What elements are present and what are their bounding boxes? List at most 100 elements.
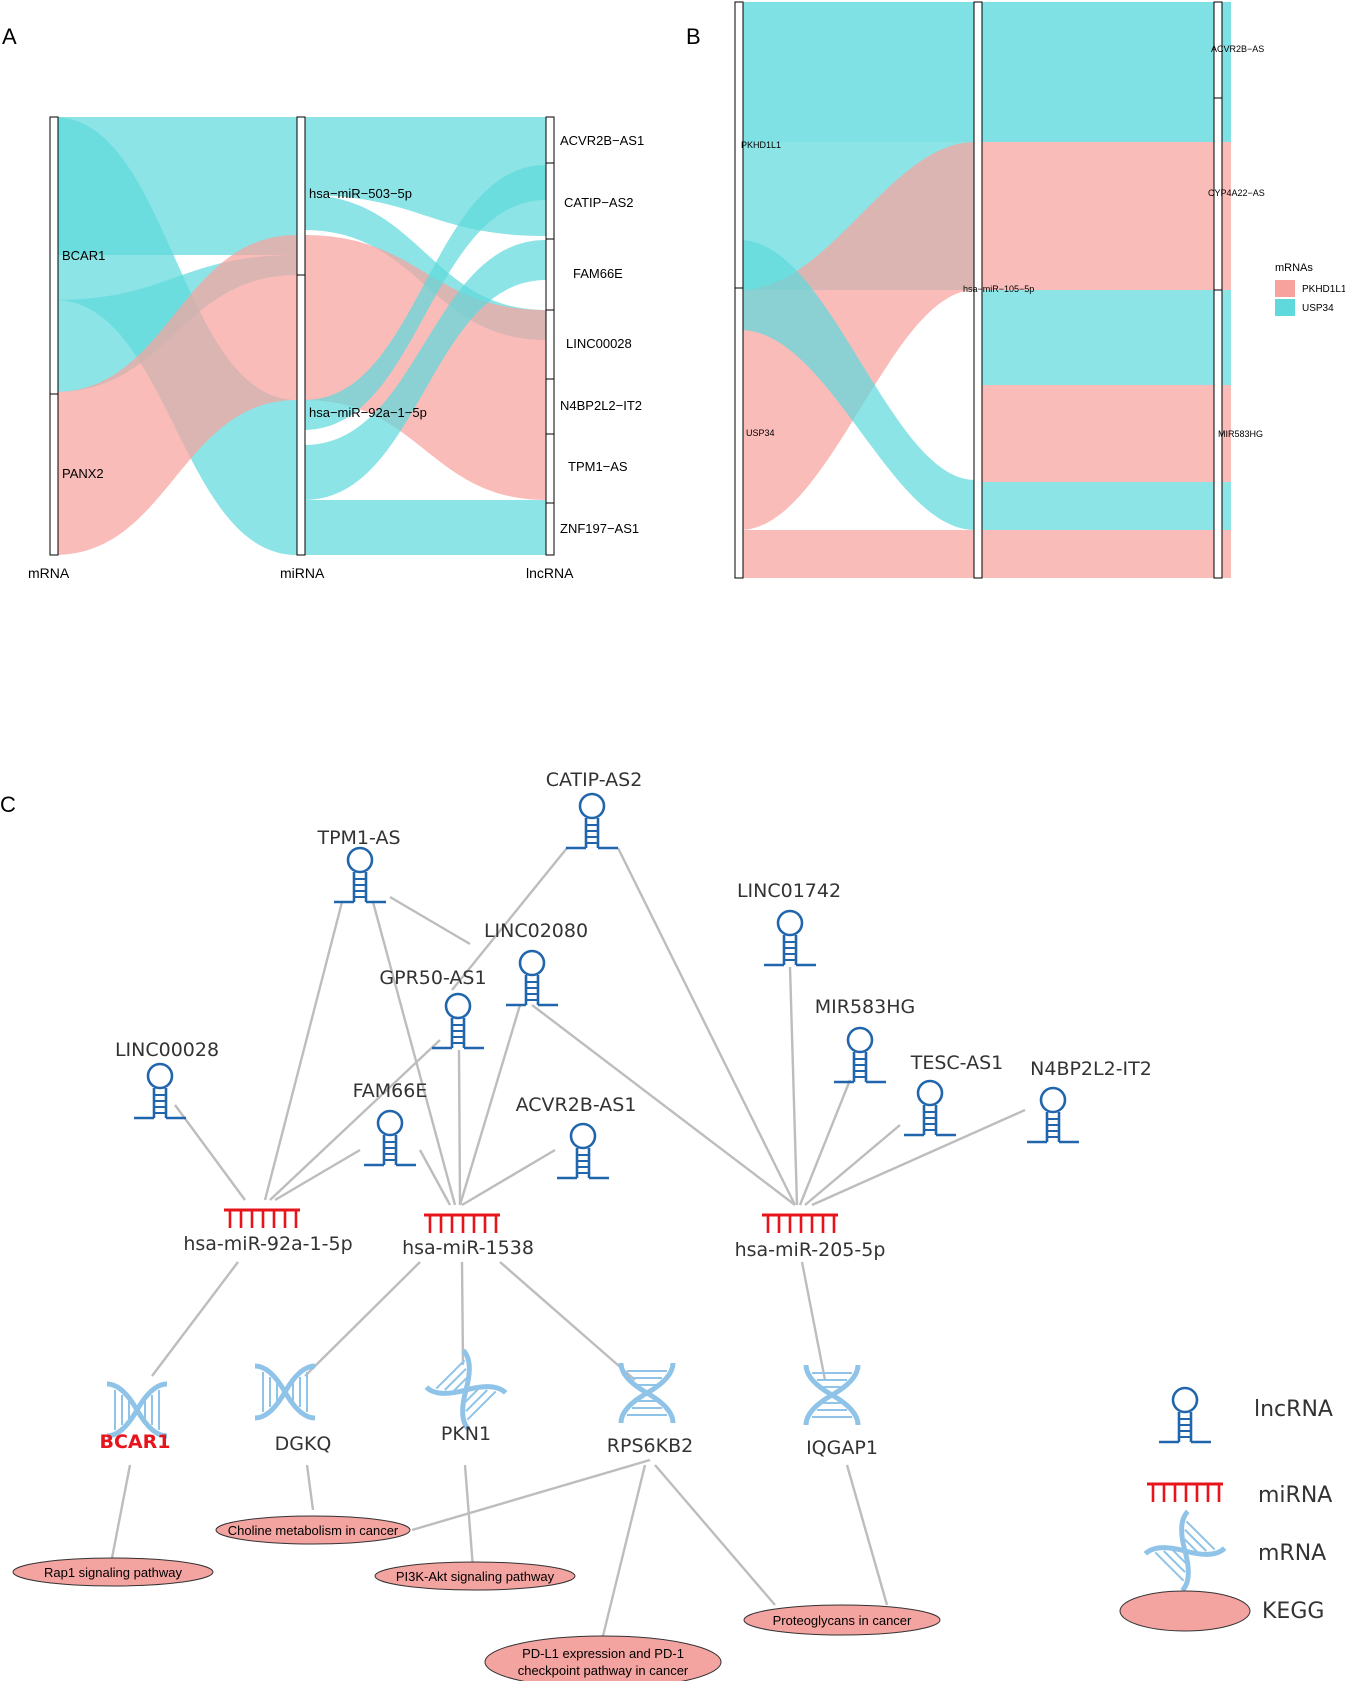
edge-catip-gpr50 <box>451 847 568 991</box>
kegg-pdl1: PD-L1 expression and PD-1 checkpoint pat… <box>484 1635 722 1681</box>
mrna-label: PKN1 <box>441 1423 491 1445</box>
sankey-b-bars <box>734 1 1223 579</box>
lncrna-label: MIR583HG <box>815 996 915 1018</box>
lncrna-label: LINC02080 <box>484 920 588 942</box>
bar-n4bp2l2 <box>545 378 555 435</box>
label-b-acvr2b: ACVR2B−AS <box>1211 44 1264 54</box>
bar-b-usp34 <box>734 287 744 579</box>
lncrna-linc00028: LINC00028 <box>115 1039 219 1120</box>
panel-b-label: B <box>686 24 701 49</box>
label-b-mir583hg: MIR583HG <box>1218 429 1263 439</box>
sankey-a-bars <box>49 116 555 556</box>
lncrna-icon <box>504 949 560 1007</box>
bar-panx2 <box>49 393 59 556</box>
label-acvr2b: ACVR2B−AS1 <box>560 133 644 148</box>
dna-icon <box>426 1350 505 1429</box>
edge-pkn1-pi3k <box>463 1464 475 1569</box>
lncrna-linc01742: LINC01742 <box>737 880 841 967</box>
mirna-icon <box>222 1208 302 1230</box>
flow-b-teal2 <box>975 290 1231 385</box>
label-tpm1: TPM1−AS <box>568 459 628 474</box>
panel-b: B PKHD1L1 USP34 hsa−miR−105−5p ACVR2B−AS… <box>686 1 1345 579</box>
label-panx2: PANX2 <box>62 466 104 481</box>
label-catip: CATIP−AS2 <box>564 195 633 210</box>
flow-92a-fam66e <box>304 240 546 500</box>
mirna-92a-1-5p: hsa-miR-92a-1-5p <box>183 1208 353 1255</box>
edge-fam66e-92a <box>274 1148 361 1202</box>
edge-205-iqgap1 <box>800 1261 827 1381</box>
lncrna-label: N4BP2L2-IT2 <box>1030 1058 1152 1080</box>
kegg-label-line1: PD-L1 expression and PD-1 <box>522 1646 684 1661</box>
edge-tpm1-linc02080 <box>389 895 471 946</box>
edge-1538-rps6kb2 <box>499 1261 636 1381</box>
axis-mirna: miRNA <box>280 565 325 581</box>
kegg-choline: Choline metabolism in cancer <box>215 1515 411 1545</box>
bar-linc00028 <box>545 309 555 380</box>
lncrna-catip-as2: CATIP-AS2 <box>546 769 642 850</box>
kegg-ellipse <box>484 1635 722 1681</box>
edge-rps-proteo <box>654 1464 776 1606</box>
lncrna-tesc-as1: TESC-AS1 <box>902 1052 1003 1137</box>
mrna-pkn1: PKN1 <box>426 1350 505 1445</box>
kegg-label: Rap1 signaling pathway <box>44 1565 183 1580</box>
legend-mrna-label: mRNA <box>1258 1541 1326 1566</box>
edge-bcar1-rap1 <box>110 1464 132 1559</box>
lncrna-icon <box>1025 1086 1081 1144</box>
bar-acvr2b <box>545 116 555 164</box>
flow-b-bottom <box>740 530 1231 578</box>
dna-icon <box>621 1363 673 1423</box>
flow-b-teal3 <box>975 482 1231 530</box>
edge-tpm1-1538 <box>371 901 457 1206</box>
lncrna-label: LINC01742 <box>737 880 841 902</box>
mrna-iqgap1: IQGAP1 <box>806 1365 878 1459</box>
edge-linc01742-205 <box>788 966 799 1206</box>
label-mir503: hsa−miR−503−5p <box>309 186 412 201</box>
edge-linc02080-1538 <box>458 1004 522 1206</box>
edge-mir583-205 <box>798 1079 852 1206</box>
flow-92a-znf197 <box>304 500 546 555</box>
edge-1538-dgkq <box>304 1261 421 1377</box>
kegg-ellipse <box>12 1557 214 1587</box>
dna-icon <box>806 1365 858 1425</box>
legend-mirna-label: miRNA <box>1258 1483 1332 1508</box>
lncrna-fam66e: FAM66E <box>353 1080 427 1167</box>
sankey-b-flows <box>740 2 1231 578</box>
edge-iqgap1-proteo <box>845 1464 889 1606</box>
bar-fam66e <box>545 238 555 311</box>
panel-a-label: A <box>2 24 17 49</box>
mirna-icon <box>760 1213 840 1235</box>
label-b-usp34: USP34 <box>746 428 775 438</box>
flow-b-mir583 <box>975 385 1231 482</box>
lncrna-mir583hg: MIR583HG <box>815 996 915 1084</box>
bar-mir503 <box>296 116 306 276</box>
label-bcar1: BCAR1 <box>62 248 105 263</box>
legend-kegg-ellipse <box>1119 1590 1251 1632</box>
edge-linc00028-92a <box>174 1104 246 1201</box>
bar-bcar1 <box>49 116 59 395</box>
kegg-pi3k: PI3K-Akt signaling pathway <box>374 1561 576 1591</box>
lncrna-tpm1-as: TPM1-AS <box>316 827 401 904</box>
kegg-label: PI3K-Akt signaling pathway <box>396 1569 555 1584</box>
mrna-bcar1: BCAR1 <box>100 1384 170 1453</box>
label-b-pkhd1l1: PKHD1L1 <box>741 140 781 150</box>
dna-icon <box>255 1366 315 1418</box>
lncrna-n4bp2l2-it2: N4BP2L2-IT2 <box>1025 1058 1152 1144</box>
lncrna-icon <box>762 909 818 967</box>
mirna-1538: hsa-miR-1538 <box>402 1213 534 1259</box>
bar-tpm1 <box>545 433 555 504</box>
label-b-mir105: hsa−miR−105−5p <box>963 284 1034 294</box>
label-mir92a: hsa−miR−92a−1−5p <box>309 405 427 420</box>
legend-b-swatch-usp34 <box>1275 299 1295 316</box>
lncrna-icon <box>564 792 620 850</box>
dna-icon <box>107 1384 167 1436</box>
panel-a: A <box>2 24 644 581</box>
mrna-rps6kb2: RPS6KB2 <box>607 1363 693 1457</box>
lncrna-icon <box>362 1109 418 1167</box>
label-znf197: ZNF197−AS1 <box>560 521 639 536</box>
lncrna-acvr2b-as1: ACVR2B-AS1 <box>516 1094 637 1180</box>
edge-n4bp-205 <box>811 1108 1026 1207</box>
kegg-rap1: Rap1 signaling pathway <box>12 1557 214 1587</box>
lncrna-label: ACVR2B-AS1 <box>516 1094 637 1116</box>
network-edges <box>110 847 1026 1641</box>
